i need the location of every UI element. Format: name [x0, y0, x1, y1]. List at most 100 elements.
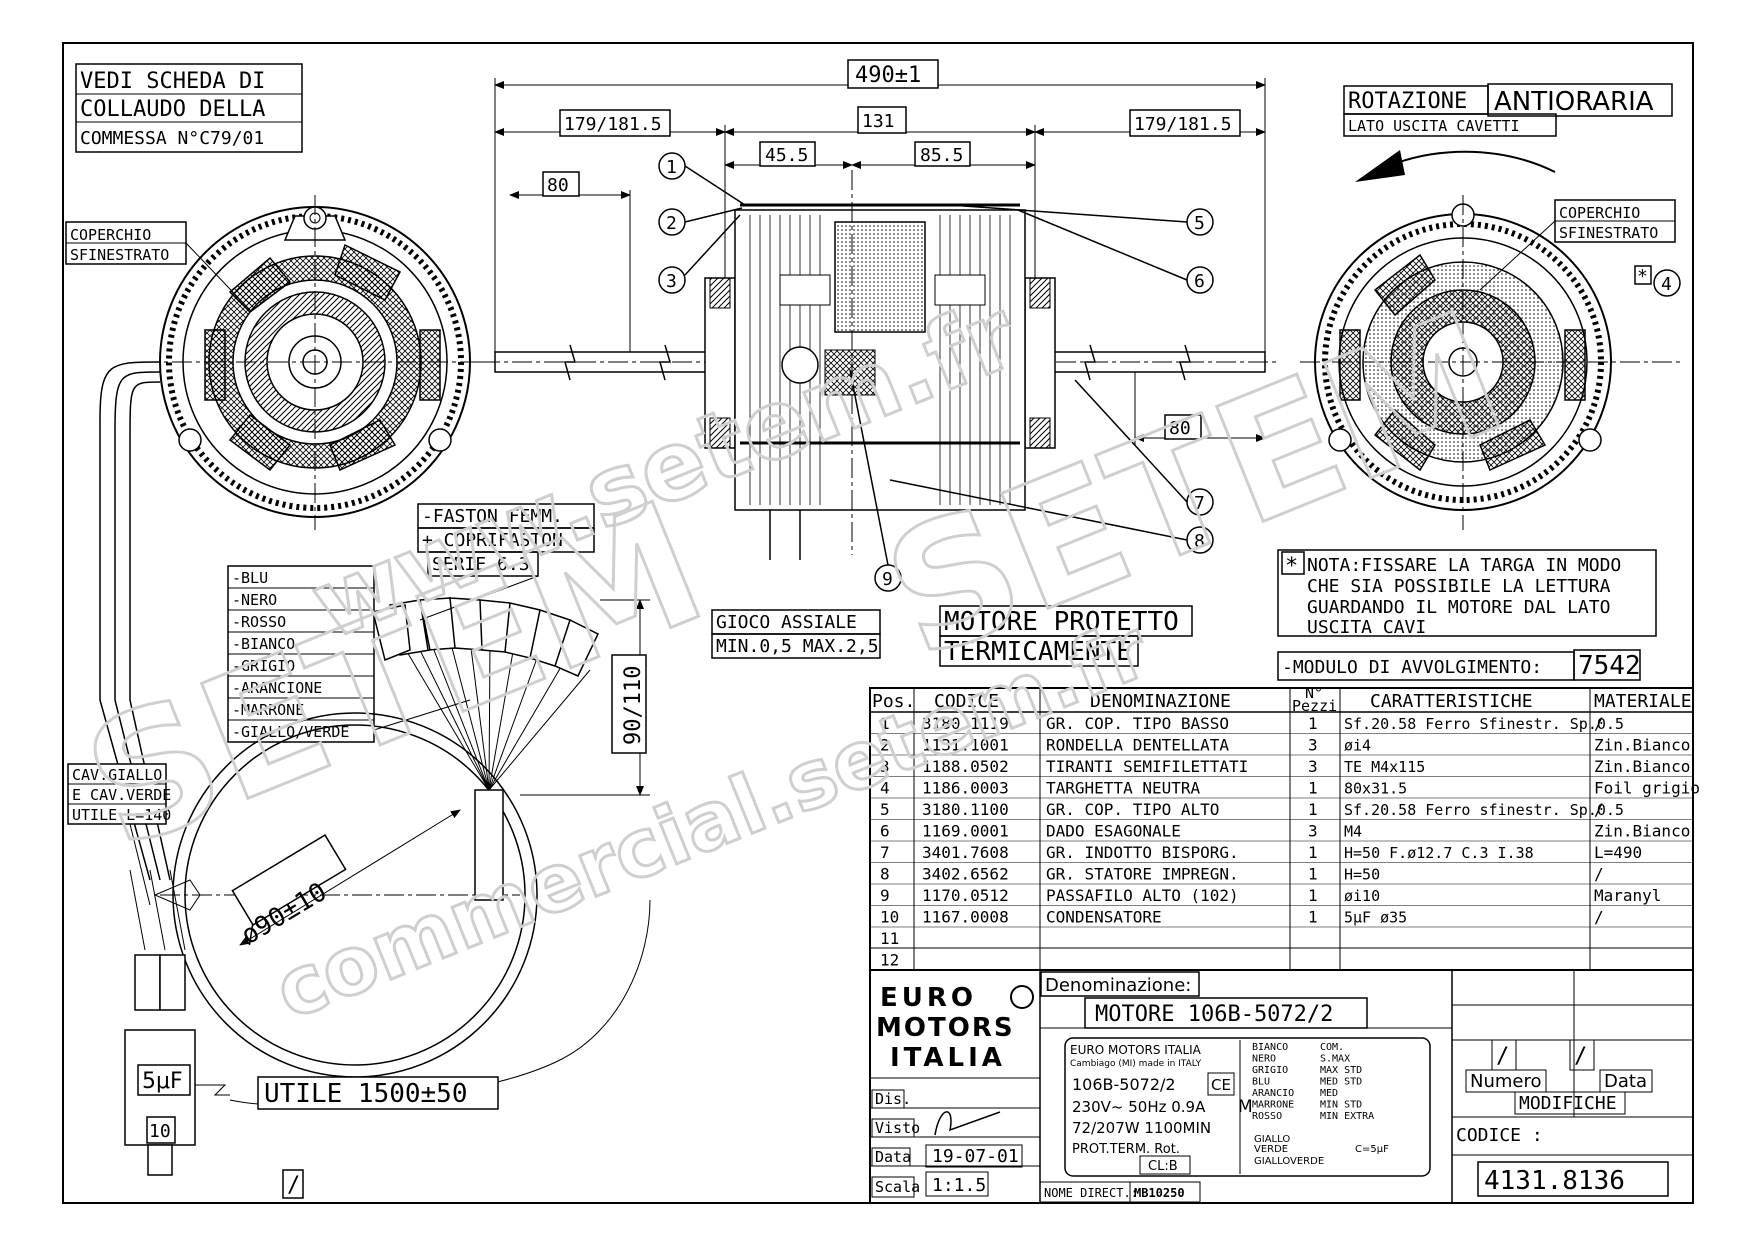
coperchio-left-label: COPERCHIO SFINESTRATO	[65, 221, 251, 311]
bom-cell: 1	[880, 714, 890, 733]
bom-cell: 1	[1308, 800, 1318, 819]
wire-giallo-verde: -GIALLO/VERDE	[232, 723, 349, 741]
bom-cell: DADO ESAGONALE	[1046, 822, 1181, 841]
plate-wiring-cell: MED	[1320, 1088, 1338, 1099]
bom-cell: 6	[880, 822, 890, 841]
plate-m: M	[1238, 1097, 1253, 1117]
dim-80-b: 80	[1169, 418, 1191, 439]
scala-value: 1:1.5	[932, 1175, 986, 1196]
denominazione-label: Denominazione:	[1045, 975, 1191, 996]
bom-cell: Foil grigio	[1594, 779, 1700, 798]
data-label: Data	[875, 1148, 911, 1166]
faston-note: -FASTON FEMM. + COPRIFASTON SERIE 6.3	[417, 503, 595, 621]
corner-slash: /	[287, 1173, 300, 1198]
plate-brand: EURO MOTORS ITALIA	[1070, 1043, 1202, 1057]
plate-wiring-cell: ARANCIO	[1252, 1088, 1294, 1099]
bom-cell: 1	[1308, 714, 1318, 733]
bom-cell: Zin.Bianco	[1594, 757, 1690, 776]
plate-model: 106B-5072/2	[1072, 1075, 1176, 1094]
plate-cap: C=5μF	[1355, 1144, 1389, 1155]
balloon-labels: 1 2 3 5 6 7 8 9 4 *	[666, 157, 1672, 590]
gioco-note: GIOCO ASSIALE MIN.0,5 MAX.2,5	[711, 609, 881, 659]
bom-cell: 10	[880, 908, 899, 927]
mod-slash-2: /	[1574, 1044, 1587, 1069]
bom-header-materiale: MATERIALE	[1594, 691, 1692, 712]
bom-cell: 1186.0003	[922, 779, 1009, 798]
bom-cell: 1	[1308, 779, 1318, 798]
bom-cell: GR. COP. TIPO ALTO	[1046, 800, 1219, 819]
nota-box: * NOTA:FISSARE LA TARGA IN MODO CHE SIA …	[1277, 549, 1657, 638]
bom-cell: 1	[1308, 886, 1318, 905]
modifiche-label: MODIFICHE	[1519, 1093, 1617, 1114]
bom-cell: 3180.1119	[922, 714, 1009, 733]
bom-cell: 11	[880, 929, 899, 948]
bom-cell: H=50 F.ø12.7 C.3 I.38	[1344, 844, 1534, 862]
mod-slash-1: /	[1496, 1044, 1509, 1069]
balloon-3: 3	[666, 271, 677, 292]
coperchio-right-line-2: SFINESTRATO	[1559, 224, 1658, 242]
logo-line-1: EURO	[880, 983, 977, 1013]
faston-line-3: SERIE 6.3	[432, 554, 530, 575]
plate-electrical: 230V~ 50Hz 0.9A	[1072, 1098, 1206, 1116]
wire-blu: -BLU	[232, 569, 268, 587]
title-block: EURO MOTORS ITALIA Denominazione: MOTORE…	[869, 969, 1694, 1204]
plate-wiring-cell: S.MAX	[1320, 1054, 1350, 1065]
bom-cell: 1131.1001	[922, 736, 1009, 755]
bom-cell: 1169.0001	[922, 822, 1009, 841]
bom-cell: 7	[880, 843, 890, 862]
bom-cell: 3402.6562	[922, 865, 1009, 884]
bom-cell: CONDENSATORE	[1046, 908, 1162, 927]
bom-cell: GR. INDOTTO BISPORG.	[1046, 843, 1239, 862]
modulo: -MODULO DI AVVOLGIMENTO: 7542	[1277, 649, 1641, 681]
rotation-side: LATO USCITA CAVETTI	[1348, 117, 1520, 135]
bom-header-codice: CODICE	[934, 691, 999, 712]
bom-cell: M4	[1344, 823, 1362, 841]
modulo-label: -MODULO DI AVVOLGIMENTO:	[1282, 657, 1542, 678]
balloon-2: 2	[666, 213, 677, 234]
collaudo-line-3: COMMESSA N°C79/01	[80, 128, 264, 149]
left-end-view	[99, 195, 495, 881]
bom-cell: 3401.7608	[922, 843, 1009, 862]
plate-wiring-cell: BLU	[1252, 1077, 1270, 1088]
collaudo-line-2: COLLAUDO DELLA	[80, 97, 265, 122]
bom-cell: /	[1594, 800, 1604, 819]
protetto-line-2: TERMICAMENTE	[944, 637, 1132, 667]
bom-cell: GR. COP. TIPO BASSO	[1046, 714, 1229, 733]
wire-marrone: -MARRONE	[232, 701, 304, 719]
denominazione-value: MOTORE 106B-5072/2	[1095, 1002, 1333, 1027]
bom-cell: 1167.0008	[922, 908, 1009, 927]
bom-cell: Zin.Bianco	[1594, 736, 1690, 755]
bom-cell: TARGHETTA NEUTRA	[1046, 779, 1200, 798]
capacitor-pos: 10	[149, 1121, 171, 1142]
nota-line-3: GUARDANDO IL MOTORE DAL LATO	[1307, 597, 1610, 618]
bom-cell: 3	[1308, 757, 1318, 776]
cavo-line-2: E CAV.VERDE	[72, 786, 171, 804]
bom-cell: 1170.0512	[922, 886, 1009, 905]
cavo-line-1: CAV.GIALLO	[72, 766, 162, 784]
bom-header-pezzi: Pezzi	[1292, 697, 1337, 715]
logo-line-2: MOTORS	[876, 1013, 1015, 1043]
bom-cell: 12	[880, 951, 899, 970]
balloons	[658, 152, 1681, 592]
plate-wiring-cell: MIN STD	[1320, 1100, 1362, 1111]
bom-cell: PASSAFILO ALTO (102)	[1046, 886, 1239, 905]
bom-cell: 1	[1308, 908, 1318, 927]
bom-cell: 1	[1308, 865, 1318, 884]
nota-star: *	[1285, 554, 1298, 579]
collaudo-line-1: VEDI SCHEDA DI	[80, 69, 265, 94]
bom-cell: 5μF ø35	[1344, 909, 1407, 927]
logo-fan-icon	[1010, 985, 1034, 1009]
bom-cell: 5	[880, 800, 890, 819]
bom-cell: TIRANTI SEMIFILETTATI	[1046, 757, 1248, 776]
rotation-title: ROTAZIONE	[1348, 89, 1467, 114]
dim-90-110: 90/110	[621, 666, 646, 745]
rotation-direction: ANTIORARIA	[1494, 87, 1654, 117]
wire-colour-list: -BLU -NERO -ROSSO -BIANCO -GRIGIO -ARANC…	[227, 565, 471, 743]
dis-label: Dis.	[875, 1090, 911, 1108]
codice-label: CODICE :	[1456, 1125, 1543, 1146]
star-4: *	[1637, 266, 1648, 287]
coperchio-left-line-1: COPERCHIO	[70, 226, 151, 244]
signature	[934, 1111, 1001, 1136]
faston-line-2: + COPRIFASTON	[422, 530, 563, 551]
